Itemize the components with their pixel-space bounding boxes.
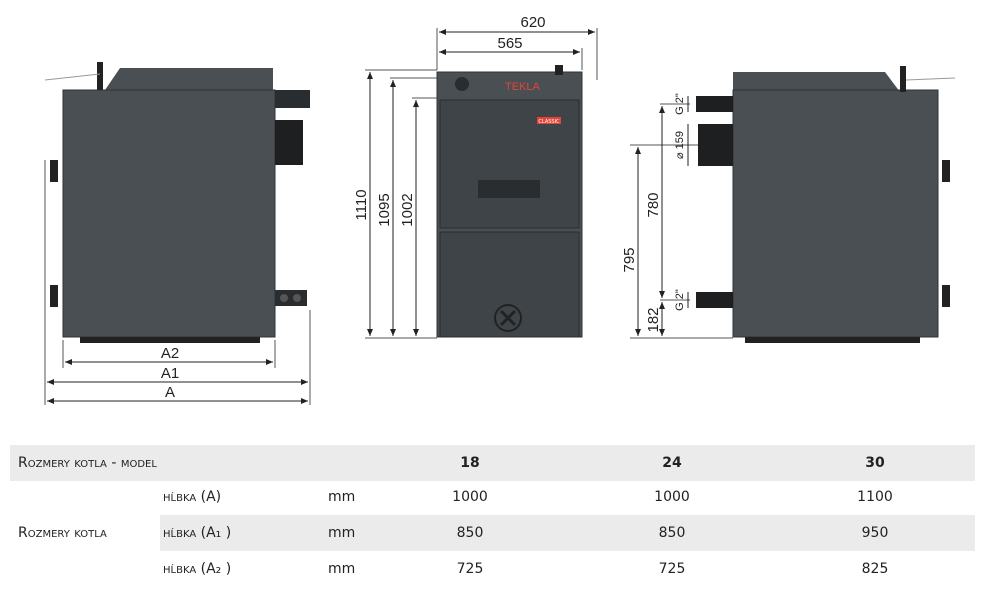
dim-182: 182 [645,307,662,332]
dim-1110: 1110 [353,189,370,220]
model-24: 24 [662,455,682,471]
svg-text:CLASSIC: CLASSIC [538,119,560,125]
model-30: 30 [865,455,885,471]
header-label: Rozmery kotla - model [18,455,157,471]
dim-a2: A2 [161,345,179,362]
table-row: hĺbka (A) mm 1000 1000 1100 [163,489,893,505]
group-label: Rozmery kotla [18,525,107,541]
dim-565: 565 [497,35,522,52]
back-view: G 2" ⌀ 159 780 795 G 2" 182 [621,66,956,343]
table-row: hĺbka (A₁ ) mm 850 850 950 [160,515,975,551]
dim-1002: 1002 [399,193,416,226]
table-row: hĺbka (A₂ ) mm 725 725 825 [163,561,889,577]
dim-a1: A1 [161,365,179,382]
dim-1095: 1095 [376,193,393,226]
classic-label [537,117,561,124]
dim-d159: ⌀ 159 [674,131,686,159]
dim-780: 780 [645,192,662,217]
table-header-row: Rozmery kotla - model 18 24 30 [10,445,975,481]
dim-g2-bottom: G 2" [674,289,686,311]
dim-620: 620 [520,14,545,31]
side-view: A2 A1 A [44,62,311,405]
dim-795: 795 [621,247,638,272]
front-view: TEKLA CLASSIC 620 565 1110 1095 1002 [353,14,598,339]
model-18: 18 [460,455,480,471]
dim-g2-top: G 2" [674,93,686,115]
brand-logo: TEKLA [505,81,541,93]
dim-a: A [165,384,175,401]
boiler-dimension-drawing: A2 A1 A TEKLA CLASSIC 620 565 1110 1095 … [44,14,956,405]
